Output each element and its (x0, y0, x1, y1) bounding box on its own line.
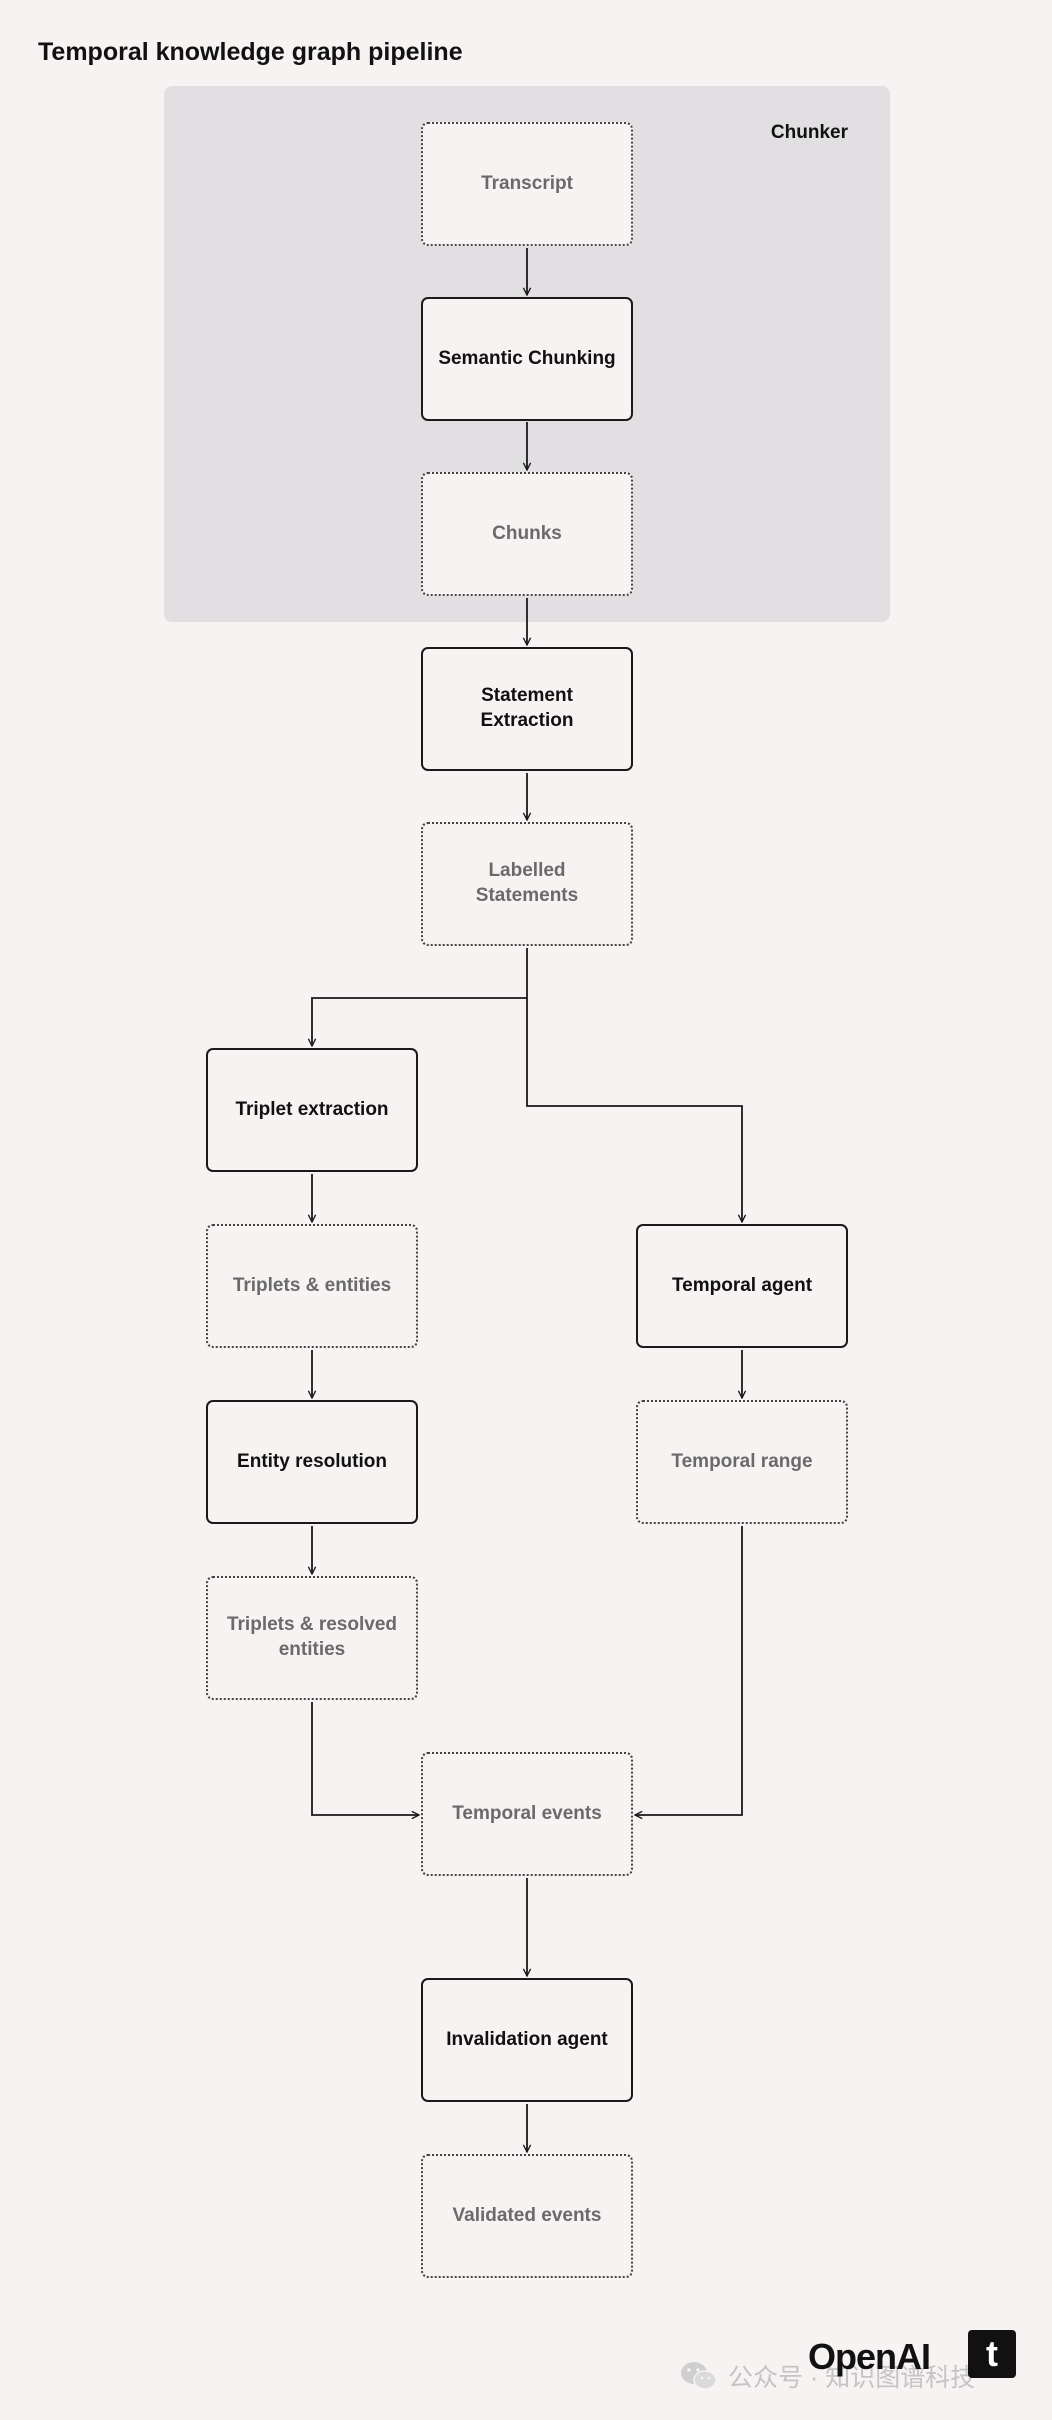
diagram-title: Temporal knowledge graph pipeline (38, 38, 463, 66)
node-validated-events: Validated events (421, 2154, 633, 2278)
watermark: 公众号 · 知识图谱科技 (680, 2358, 975, 2394)
node-invalidation-agent: Invalidation agent (421, 1978, 633, 2102)
wechat-icon (681, 2362, 717, 2390)
edge-labelled-statements-triplet-extraction (312, 948, 528, 1046)
openai-logo: OpenAI (808, 2336, 931, 2377)
node-statement-extraction: Statement Extraction (421, 647, 633, 771)
node-chunks: Chunks (421, 472, 633, 596)
edge-temporal-range-temporal-events (635, 1526, 743, 1815)
watermark-text: 公众号 · 知识图谱科技 (728, 2364, 976, 2392)
edge-labelled-statements-temporal-agent (526, 998, 742, 1222)
node-temporal-agent: Temporal agent (636, 1224, 848, 1348)
node-labelled-statements: Labelled Statements (421, 822, 633, 946)
node-temporal-range: Temporal range (636, 1400, 848, 1524)
node-transcript: Transcript (421, 122, 633, 246)
node-triplets-entities: Triplets & entities (206, 1224, 418, 1348)
node-entity-resolution: Entity resolution (206, 1400, 418, 1524)
chunker-group-label: Chunker (770, 122, 848, 143)
node-triplets-resolved: Triplets & resolved entities (206, 1576, 418, 1700)
edge-triplets-resolved-temporal-events (311, 1702, 419, 1815)
node-triplet-extraction: Triplet extraction (206, 1048, 418, 1172)
node-temporal-events: Temporal events (421, 1752, 633, 1876)
node-semantic-chunking: Semantic Chunking (421, 297, 633, 421)
t-logo-icon: t (968, 2330, 1016, 2378)
